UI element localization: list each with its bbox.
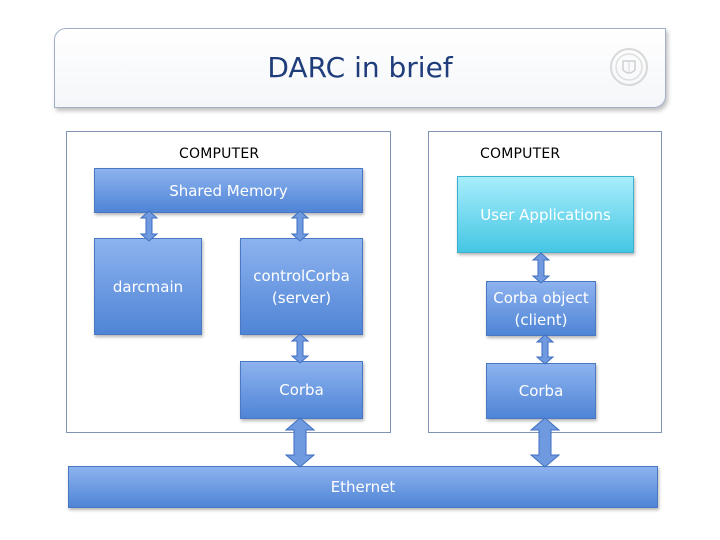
control-corba-sublabel: (server)	[271, 288, 332, 307]
control-corba-block: controlCorba (server)	[240, 238, 363, 335]
ethernet-block: Ethernet	[68, 466, 658, 508]
shared-memory-controlcorba-arrow-icon	[290, 210, 310, 242]
title-banner: DARC in brief	[54, 28, 666, 108]
shared-memory-block: Shared Memory	[94, 168, 363, 213]
shared-memory-darcmain-arrow-icon	[139, 210, 159, 242]
user-applications-label: User Applications	[480, 205, 611, 224]
corba-object-sublabel: (client)	[514, 310, 568, 329]
left-corba-ethernet-arrow-icon	[284, 417, 316, 468]
darcmain-block: darcmain	[94, 238, 202, 335]
right-corba-ethernet-arrow-icon	[529, 417, 561, 468]
right-computer-label: COMPUTER	[480, 146, 561, 162]
control-corba-label: controlCorba	[253, 266, 350, 285]
left-computer-label: COMPUTER	[179, 146, 260, 162]
controlcorba-corba-arrow-icon	[290, 333, 310, 364]
right-corba-label: Corba	[518, 382, 564, 400]
corba-object-label: Corba object	[493, 288, 589, 307]
user-applications-block: User Applications	[457, 176, 634, 253]
right-corba-block: Corba	[486, 363, 596, 419]
corbaobject-corba-arrow-icon	[535, 334, 555, 365]
left-corba-block: Corba	[240, 361, 363, 419]
darcmain-label: darcmain	[112, 277, 184, 296]
left-corba-label: Corba	[279, 381, 324, 399]
slide-title: DARC in brief	[267, 51, 453, 84]
corba-object-block: Corba object (client)	[486, 281, 596, 336]
university-seal-icon	[610, 48, 648, 86]
ethernet-label: Ethernet	[330, 478, 396, 496]
userapps-corbaobject-arrow-icon	[531, 252, 551, 284]
shared-memory-label: Shared Memory	[169, 181, 288, 200]
